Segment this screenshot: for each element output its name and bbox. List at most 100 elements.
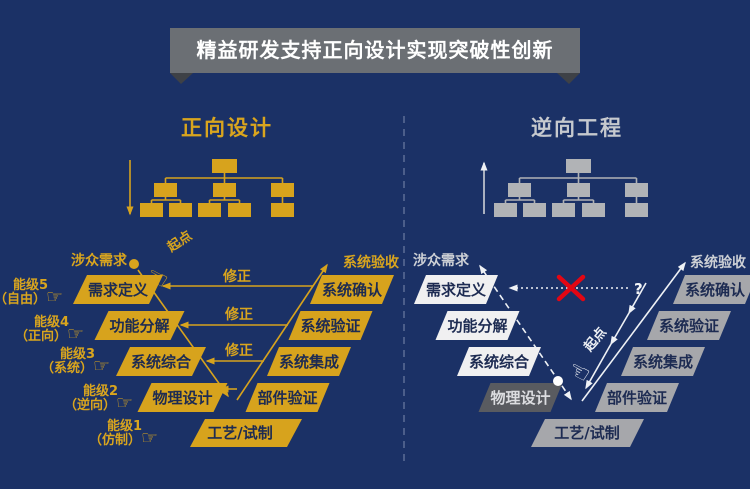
step-label: 系统验证 [300,317,360,335]
correction-label: 修正 [224,306,253,323]
ascend-flow-arrow [236,263,328,401]
step-bar-confirmation [310,275,394,304]
dashed-reverse-path-arrow [479,264,572,401]
org-node [213,183,236,197]
step-label: 需求定义 [426,281,486,299]
step-bar-requirements [73,275,163,304]
reverse-engineering-section: 逆向工程 需求定义 功能分解 系统综合 物理设计 [413,116,750,447]
org-node [625,183,648,197]
question-mark-label: ? [634,280,643,298]
forward-v-left-limb: 需求定义 功能分解 系统综合 物理设计 [73,275,228,412]
banner-band [170,28,580,73]
org-node [508,183,531,197]
org-chart-connectors [150,173,284,203]
level-tag: （仿制） [89,432,141,448]
org-node [582,203,605,217]
step-label: 部件验证 [607,389,667,407]
step-label: 系统集成 [633,353,693,371]
step-bar-requirements [414,275,498,304]
step-label: 部件验证 [257,389,317,407]
pointing-hand-icon: ☞ [141,427,158,449]
org-node [552,203,575,217]
banner-title: 精益研发支持正向设计实现突破性创新 [197,38,554,62]
org-node [625,203,648,217]
start-point-dot [553,376,563,386]
org-chart-connectors [504,173,638,203]
pointing-hand-icon: ☞ [93,355,110,377]
step-bar-verification [647,311,731,340]
step-bar-physical [137,383,228,412]
title-banner: 精益研发支持正向设计实现突破性创新 [170,28,580,84]
level-name: 能级3 [60,346,95,362]
org-node [271,203,294,217]
stakeholder-needs-label: 涉众需求 [413,252,470,269]
level-tag: （系统） [41,360,93,376]
org-node [169,203,192,217]
org-node [198,203,221,217]
level-tag: （自由） [0,291,46,307]
banner-fold-left [170,73,193,84]
step-label: 系统综合 [131,353,192,371]
step-bar-verification [288,311,373,340]
step-bar-synthesis [116,347,206,376]
org-node [212,159,237,173]
org-node [140,203,163,217]
capability-levels: 能级5 （自由） ☞ 能级4 （正向） ☞ 能级3 （系统） ☞ 能级2 （逆向… [0,277,158,449]
step-bar-component-test [245,383,330,412]
level-tag: （正向） [15,328,67,344]
org-node [494,203,517,217]
step-label: 物理设计 [490,389,550,407]
pointing-hand-icon: ☞ [46,286,63,308]
step-label: 物理设计 [152,389,212,407]
ascend-flow-arrow [581,261,686,402]
step-label: 系统集成 [279,353,339,371]
step-label: 系统综合 [469,353,530,371]
step-bar-trial-production [190,419,302,447]
forward-org-chart [126,159,294,217]
step-bar-component-test [595,383,679,412]
descend-flow-arrow [137,269,229,398]
forward-design-section: 正向设计 需求定义 功能分解 系统综合 物理设计 [0,116,400,449]
pointing-hand-icon: ☞ [67,323,84,345]
step-bar-confirmation [673,275,750,304]
system-acceptance-label: 系统验收 [343,254,400,271]
pointing-hand-icon: ☞ [116,392,133,414]
reverse-section-title: 逆向工程 [531,116,623,140]
start-label: 起点 [164,228,195,256]
descend-segment-2 [610,312,630,346]
level-name: 能级1 [107,418,142,434]
step-bar-function [94,311,185,340]
red-x-icon [556,274,586,302]
correction-label: 修正 [224,342,253,359]
step-bar-integration [267,347,351,376]
org-node [523,203,546,217]
step-bar-trial-production [531,419,644,447]
forward-v-right-limb: 系统确认 系统验证 系统集成 部件验证 [245,275,394,412]
step-label: 功能分解 [109,317,169,335]
descend-segment-3 [585,343,612,390]
step-label: 工艺/试制 [554,424,619,442]
correction-arrows: 修正 修正 修正 [161,268,313,393]
start-label: 起点 [580,324,610,355]
org-node [566,159,591,173]
start-point-dot [129,259,139,269]
banner-fold-right [557,73,580,84]
correction-label: 修正 [222,268,251,285]
org-node [154,183,177,197]
level-name: 能级5 [13,277,48,293]
org-node [228,203,251,217]
step-bar-integration [621,347,705,376]
level-tag: （逆向） [64,397,116,413]
stakeholder-needs-label: 涉众需求 [71,252,128,269]
pointing-hand-icon: ☜ [563,355,595,390]
descend-segment-1 [628,282,647,315]
step-label: 需求定义 [88,281,148,299]
step-label: 系统验证 [659,317,719,335]
org-node [567,183,590,197]
reverse-v-right-limb: 系统确认 系统验证 系统集成 部件验证 [595,275,750,412]
descend-chevron-arrows [585,282,647,390]
reverse-org-chart [480,159,648,217]
step-label: 系统确认 [685,281,746,299]
